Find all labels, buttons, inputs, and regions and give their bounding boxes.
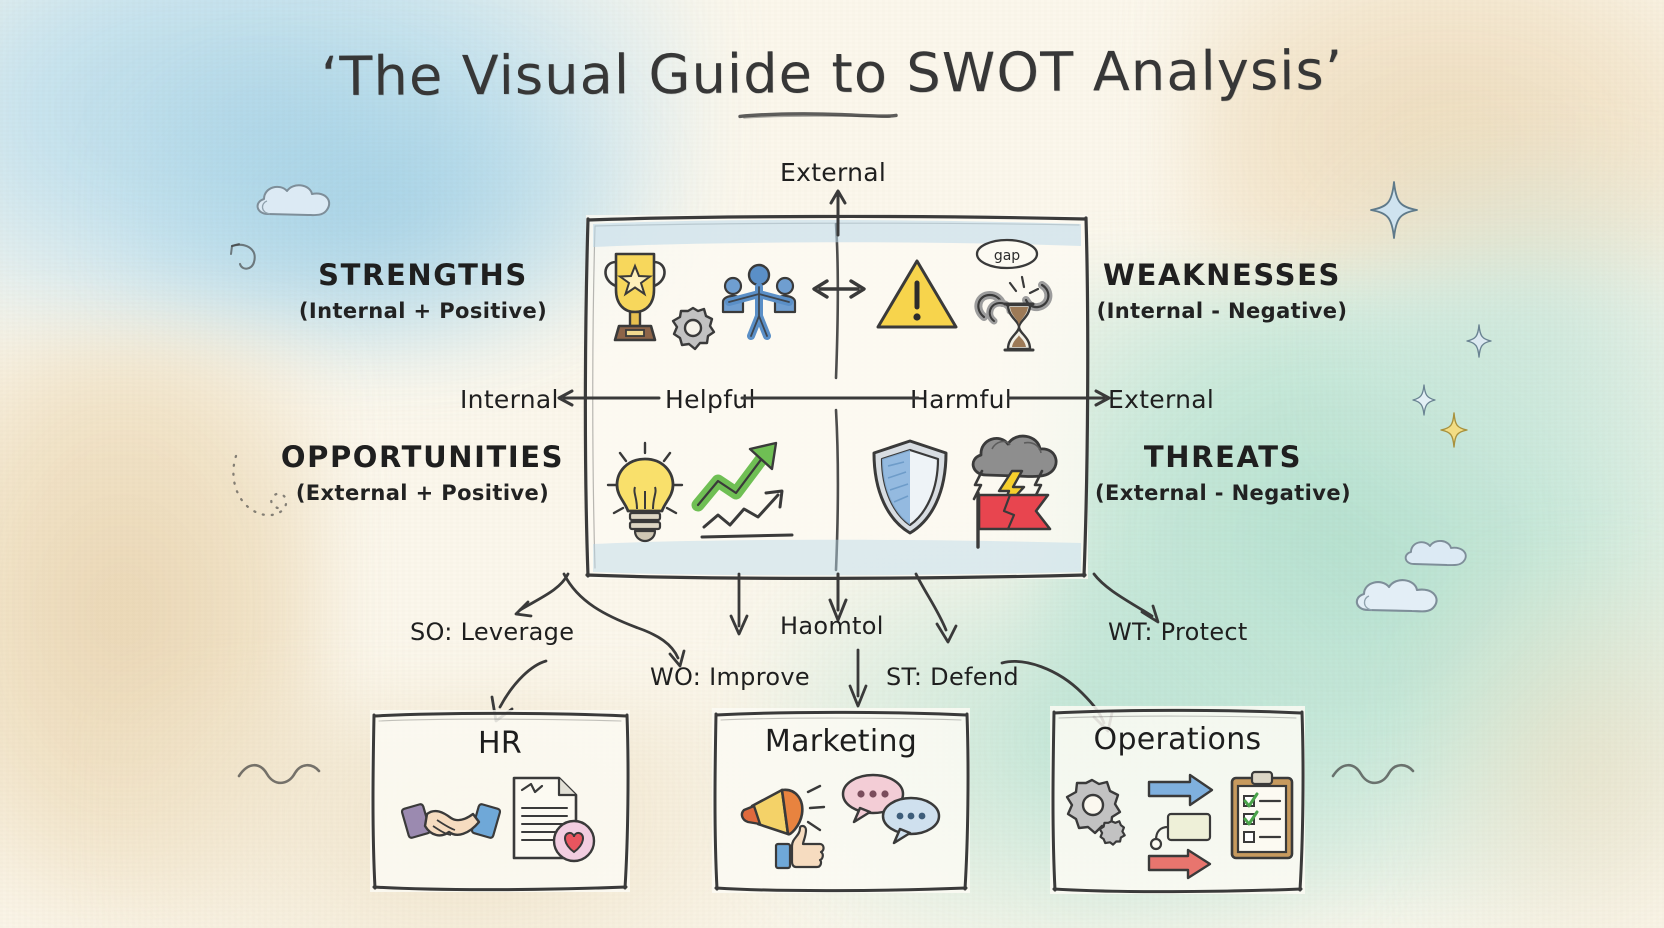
quadrant-name-opportunities: OPPORTUNITIES — [280, 440, 565, 474]
quadrant-label-threats: THREATS (External - Negative) — [1048, 440, 1398, 505]
handshake-icon — [400, 803, 502, 839]
gap-bubble-text: gap — [994, 248, 1020, 264]
quadrant-subtitle-opportunities: (External + Positive) — [295, 481, 550, 505]
process-arrow-icon — [1147, 773, 1213, 807]
axis-label-left-internal: Internal — [460, 385, 559, 414]
thumbs-up-icon — [774, 824, 825, 870]
department-icons-marketing — [712, 770, 970, 870]
gears-icon — [1065, 778, 1126, 846]
title-container: ‘The Visual Guide to SWOT Analysis’ — [0, 38, 1664, 109]
quadrant-name-strengths: STRENGTHS — [318, 258, 528, 292]
department-icons-hr — [370, 772, 630, 868]
department-title-hr: HR — [477, 726, 522, 761]
gear-icon — [671, 306, 716, 351]
quadrant-name-threats: THREATS — [1143, 440, 1303, 474]
department-box-hr[interactable]: HR — [370, 710, 630, 892]
warning-triangle-icon — [876, 259, 958, 329]
department-box-operations[interactable]: Operations — [1050, 706, 1305, 894]
chat-bubble-icon — [881, 796, 941, 845]
trend-line-icon — [700, 489, 794, 539]
quadrant-label-strengths: STRENGTHS (Internal + Positive) — [258, 258, 588, 323]
trophy-icon — [604, 252, 666, 342]
quadrant-icons-opportunities — [598, 432, 808, 552]
quadrant-name-weaknesses: WEAKNESSES — [1103, 258, 1341, 292]
department-box-marketing[interactable]: Marketing — [712, 708, 970, 893]
quadrant-label-opportunities: OPPORTUNITIES (External + Positive) — [250, 440, 595, 505]
strategy-label-wo: WO: Improve — [650, 663, 810, 691]
growth-arrow-icon — [691, 441, 778, 512]
axis-label-harmful: Harmful — [910, 385, 1013, 414]
watercolor-wash-tan-right — [1420, 560, 1664, 928]
process-arrow-red-icon — [1147, 848, 1211, 880]
quadrant-icons-strengths — [598, 240, 798, 356]
strategy-label-st: ST: Defend — [886, 663, 1019, 691]
people-team-icon — [721, 263, 797, 340]
heart-badge-icon — [552, 819, 596, 863]
shield-icon — [872, 439, 948, 535]
red-flag-icon — [976, 491, 1052, 549]
quadrant-icons-threats — [868, 420, 1068, 554]
clipboard-checklist-icon — [1230, 770, 1293, 860]
quadrant-label-weaknesses: WEAKNESSES (Internal - Negative) — [1042, 258, 1402, 323]
strategy-label-mid: Haomtol — [780, 612, 884, 640]
title-underline-swot — [738, 112, 898, 119]
axis-label-helpful: Helpful — [665, 385, 756, 414]
strategy-label-so: SO: Leverage — [410, 618, 575, 646]
gap-bubble-icon: gap — [975, 238, 1039, 270]
hourglass-icon — [1003, 302, 1035, 352]
department-title-marketing: Marketing — [764, 724, 918, 759]
strategy-label-wt: WT: Protect — [1108, 618, 1248, 646]
quadrant-subtitle-threats: (External - Negative) — [1095, 481, 1351, 505]
watercolor-wash-tan-left — [0, 330, 330, 928]
department-title-operations: Operations — [1093, 722, 1262, 757]
page-title: ‘The Visual Guide to SWOT Analysis’ — [320, 38, 1344, 109]
lightbulb-icon — [606, 441, 684, 543]
quadrant-subtitle-weaknesses: (Internal - Negative) — [1096, 299, 1348, 323]
quadrant-subtitle-strengths: (Internal + Positive) — [298, 299, 548, 323]
axis-label-top-external: External — [780, 158, 887, 187]
axis-label-right-external: External — [1108, 385, 1215, 414]
quadrant-icons-weaknesses: gap — [862, 234, 1082, 356]
department-icons-operations — [1050, 768, 1305, 880]
